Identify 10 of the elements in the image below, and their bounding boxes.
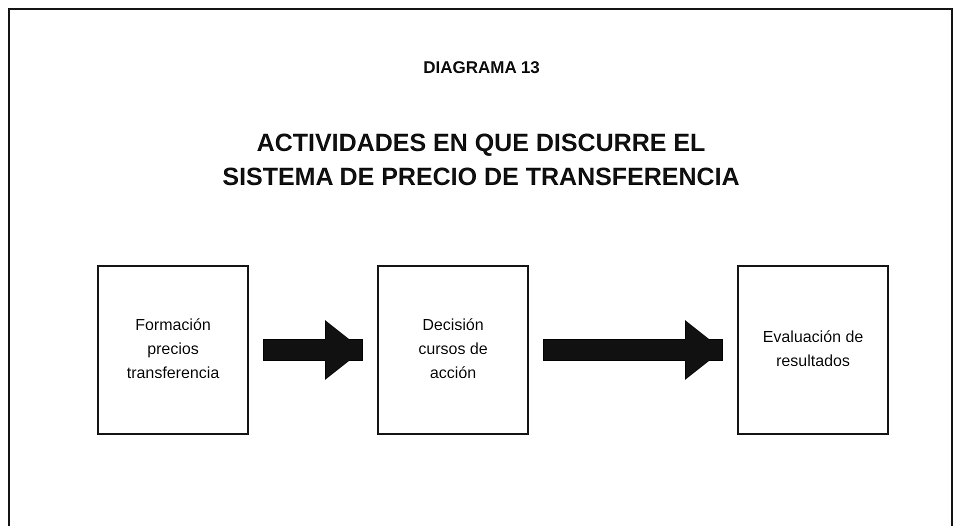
process-box	[737, 265, 889, 435]
block-arrow	[263, 320, 363, 380]
block-arrow	[543, 320, 723, 380]
box-text: Formación precios transferencia	[126, 316, 220, 384]
process-box	[377, 265, 529, 435]
box-text: Evaluación de resultados	[762, 328, 864, 372]
box-text: Decisión cursos de acción	[417, 316, 489, 384]
diagram-title: ACTIVIDADES EN QUE DISCURRE EL SISTEMA DE PRECIO DE TRANSFERENCIA	[221, 128, 741, 193]
process-box	[97, 265, 249, 435]
diagram-number: DIAGRAMA 13	[422, 58, 541, 78]
